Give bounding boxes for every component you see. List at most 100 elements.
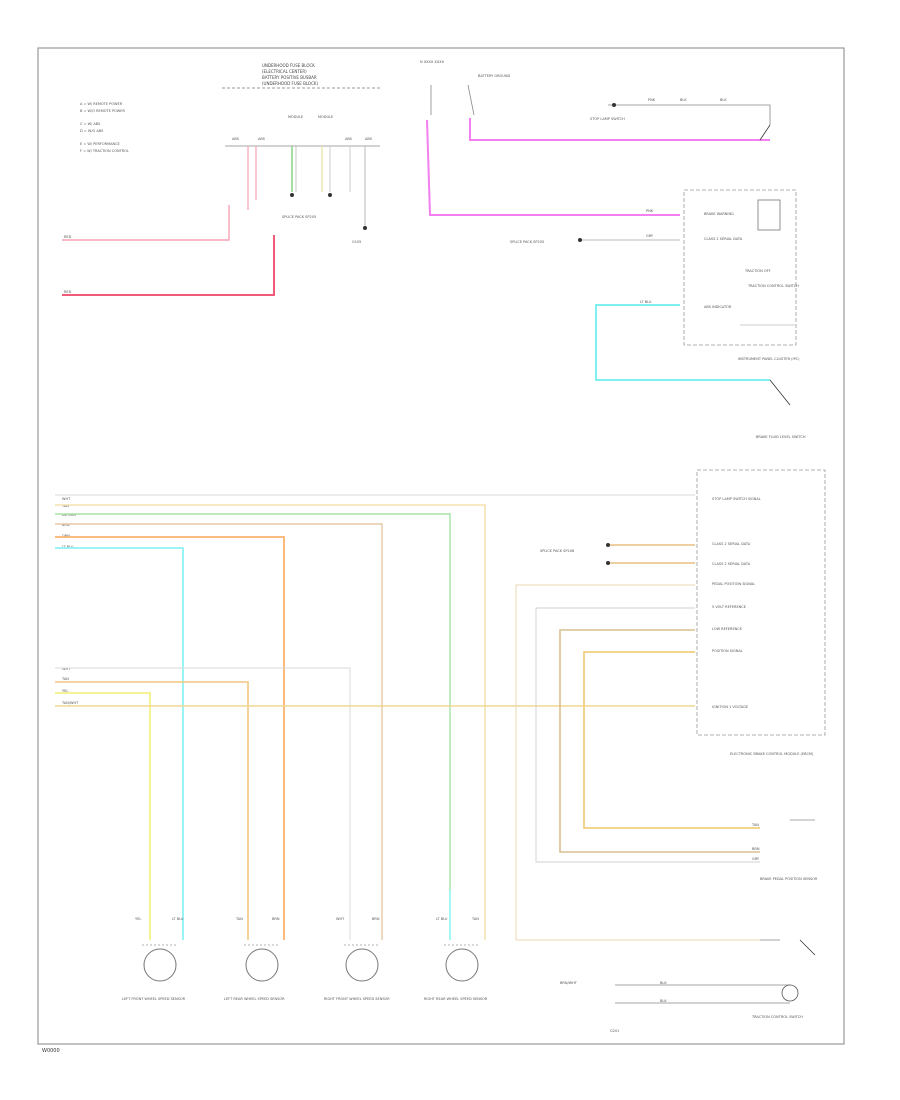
brake-switch-wire-2: BLK (680, 98, 687, 102)
traction-switch-label: TRACTION CONTROL SWITCH (747, 284, 799, 288)
ipc-wire-3: LT BLU (640, 300, 652, 304)
diagram-frame (37, 47, 845, 1045)
svg-text:WHT: WHT (62, 497, 71, 501)
svg-text:(ELECTRICAL CENTER): (ELECTRICAL CENTER) (262, 69, 307, 74)
svg-text:TAN: TAN (61, 677, 69, 681)
wire-bus-orange (55, 536, 285, 940)
svg-text:(UNDERHOOD FUSE BLOCK): (UNDERHOOD FUSE BLOCK) (262, 81, 318, 86)
wire-red-upper (62, 205, 230, 241)
wire-position (583, 651, 760, 829)
traction-lamp-icon (781, 984, 799, 1002)
splice-right-label: SPLICE PACK SP205 (510, 240, 544, 244)
svg-text:YEL: YEL (62, 689, 68, 693)
ipc-pin-1: BRAKE WARNING (704, 212, 734, 216)
svg-text:LT BLU: LT BLU (436, 917, 448, 921)
ipc-box (683, 189, 797, 346)
wire-mid-white (55, 667, 351, 790)
fuse-labels: ABS ABS MODULE MODULE ABS ABS (232, 115, 373, 141)
fuse-block-title: UNDERHOOD FUSE BLOCK (ELECTRICAL CENTER)… (262, 63, 318, 86)
svg-text:LEFT REAR WHEEL SPEED SENSOR: LEFT REAR WHEEL SPEED SENSOR (224, 997, 285, 1001)
ebcm-wire-labels: WHT TAN DK GRN BRN ORN LT BLU (61, 497, 76, 549)
ipc-wire-2: GRY (646, 234, 654, 238)
svg-text:LEFT FRONT WHEEL SPEED SENSOR: LEFT FRONT WHEEL SPEED SENSOR (122, 997, 186, 1001)
svg-text:LT BLU: LT BLU (62, 545, 74, 549)
pedal-sensor-label: BRAKE PEDAL POSITION SENSOR (760, 877, 818, 881)
svg-text:POSITION SIGNAL: POSITION SIGNAL (712, 649, 743, 653)
svg-text:TAN: TAN (61, 504, 69, 508)
wire-top-gray-2 (467, 84, 475, 116)
wire-label-red-1: RED (64, 235, 72, 239)
svg-text:TAN: TAN (235, 917, 243, 921)
sensor-right-front: WHT BRN RIGHT FRONT WHEEL SPEED SENSOR (324, 917, 390, 1001)
mid-wire-labels: WHT TAN YEL TAN/WHT (61, 667, 79, 705)
ground-bottom-label: G201 (610, 1029, 619, 1033)
wire-red-lower (62, 235, 275, 296)
wire-bus-tan (55, 504, 486, 890)
svg-text:UNDERHOOD FUSE BLOCK: UNDERHOOD FUSE BLOCK (262, 63, 315, 68)
pedal-wire-3: GRY (752, 857, 760, 861)
svg-text:5 VOLT REFERENCE: 5 VOLT REFERENCE (712, 605, 746, 609)
top-center-label: N XXXX XXXX (420, 60, 445, 64)
traction-ctrl-wire-3: BLK (660, 999, 667, 1003)
serial-data-dot (578, 238, 582, 242)
brake-fluid-label: BRAKE FLUID LEVEL SWITCH (756, 435, 806, 439)
svg-text:ABS: ABS (258, 137, 266, 141)
brake-fluid-switch-contact (769, 379, 791, 406)
wire-pedal-signal (515, 584, 760, 941)
pedal-wire-1: TAN (751, 823, 759, 827)
wire-low-ref (559, 629, 760, 853)
splice-mid-label: SPLICE PACK SP208 (540, 549, 574, 553)
svg-text:ABS: ABS (365, 137, 373, 141)
ground-label: G105 (352, 240, 361, 244)
svg-text:LOW REFERENCE: LOW REFERENCE (712, 627, 742, 631)
svg-text:RIGHT FRONT WHEEL SPEED SENSOR: RIGHT FRONT WHEEL SPEED SENSOR (324, 997, 390, 1001)
svg-text:A = W/ REMOTE POWER: A = W/ REMOTE POWER (80, 102, 123, 106)
svg-text:IGNITION 1 VOLTAGE: IGNITION 1 VOLTAGE (712, 705, 748, 709)
wire-bus-green (55, 513, 451, 890)
svg-text:E = W/ PERFORMANCE: E = W/ PERFORMANCE (80, 142, 120, 146)
svg-text:PEDAL POSITION SIGNAL: PEDAL POSITION SIGNAL (712, 582, 755, 586)
svg-text:DK GRN: DK GRN (62, 513, 76, 517)
ebcm-dot-1 (606, 543, 610, 547)
svg-text:D = W/O ABS: D = W/O ABS (80, 129, 104, 133)
sensor-right-rear: LT BLU TAN RIGHT REAR WHEEL SPEED SENSOR (424, 917, 488, 1001)
footer-code: W0000 (42, 1048, 60, 1054)
svg-text:MODULE: MODULE (318, 115, 333, 119)
splice-pack-label: SPLICE PACK SP205 (282, 215, 316, 219)
brake-switch-wire-1: PNK (648, 98, 656, 102)
ebcm-dot-2 (606, 561, 610, 565)
wire-cyan-upper (595, 304, 770, 381)
svg-text:BATTERY POSITIVE BUSBAR: BATTERY POSITIVE BUSBAR (262, 75, 317, 80)
ipc-title: INSTRUMENT PANEL CLUSTER (IPC) (738, 357, 800, 361)
traction-ctrl-wire-1: BRN/WHT (560, 981, 578, 985)
stoplamp-switch-label: STOP LAMP SWITCH (590, 117, 625, 121)
wire-mid-tan (55, 681, 249, 940)
svg-text:WHT: WHT (336, 917, 345, 921)
svg-text:BRN: BRN (372, 917, 380, 921)
svg-text:CLASS 2 SERIAL DATA: CLASS 2 SERIAL DATA (712, 562, 751, 566)
svg-text:ABS: ABS (232, 137, 240, 141)
svg-text:C = W/ ABS: C = W/ ABS (80, 122, 101, 126)
wire-label-red-2: RED (64, 290, 72, 294)
ground-dot (363, 226, 367, 230)
wire-mid-yellow (55, 692, 151, 940)
svg-text:YEL: YEL (135, 917, 141, 921)
svg-text:CLASS 2 SERIAL DATA: CLASS 2 SERIAL DATA (712, 542, 751, 546)
wire-magenta-1 (426, 119, 680, 216)
notes-list: A = W/ REMOTE POWER B = W/O REMOTE POWER… (80, 102, 129, 153)
svg-text:ORN: ORN (62, 534, 70, 538)
ipc-pin-3: TRACTION OFF (744, 269, 771, 273)
svg-text:STOP LAMP SWITCH SIGNAL: STOP LAMP SWITCH SIGNAL (712, 497, 761, 501)
svg-text:WHT: WHT (62, 667, 71, 671)
svg-text:TAN/WHT: TAN/WHT (61, 701, 79, 705)
splice-dot-2 (328, 193, 332, 197)
wire-stoplamp-top (608, 104, 771, 125)
svg-text:MODULE: MODULE (288, 115, 303, 119)
stoplamp-dot (612, 103, 616, 107)
svg-text:BRN: BRN (62, 523, 70, 527)
ebcm-pins: STOP LAMP SWITCH SIGNAL CLASS 2 SERIAL D… (712, 497, 761, 709)
svg-text:TAN: TAN (471, 917, 479, 921)
svg-text:LT BLU: LT BLU (172, 917, 184, 921)
wire-magenta-2 (469, 118, 770, 141)
